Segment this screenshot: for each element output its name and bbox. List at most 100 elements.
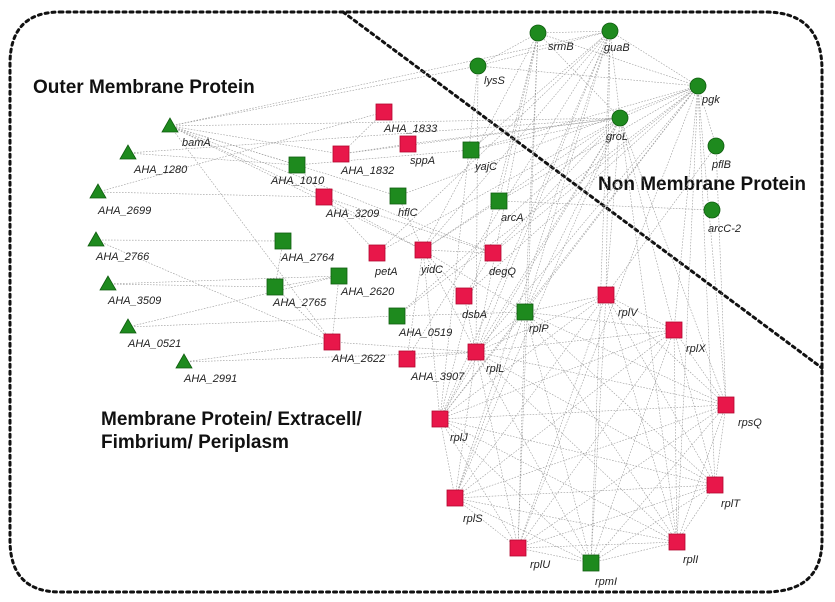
edge-rplV-rplU	[517, 294, 607, 549]
node-AHA_1280[interactable]: AHA_1280	[119, 144, 188, 176]
node-AHA_2699[interactable]: AHA_2699	[89, 183, 151, 217]
square-node-marker[interactable]	[288, 156, 306, 174]
node-AHA_2766[interactable]: AHA_2766	[87, 231, 150, 263]
node-rplP[interactable]: rplP	[516, 303, 549, 335]
edge-rplX-rpmI	[590, 329, 675, 564]
square-node-marker[interactable]	[484, 244, 502, 262]
nodes-layer: srmB guaB lysS pgk groL pflB arcC-2 bamAAHA_128…	[87, 22, 762, 588]
node-AHA_2991[interactable]: AHA_2991	[175, 353, 237, 385]
circle-node-marker[interactable]	[469, 57, 487, 75]
node-petA[interactable]: petA	[368, 244, 398, 278]
square-node-marker[interactable]	[490, 192, 508, 210]
square-node-marker[interactable]	[274, 232, 292, 250]
node-yidC[interactable]: yidC	[414, 241, 443, 276]
square-node-marker[interactable]	[399, 135, 417, 153]
node-label: AHA_2699	[97, 205, 151, 217]
node-pflB[interactable]: pflB	[707, 137, 731, 171]
square-node-marker[interactable]	[368, 244, 386, 262]
square-node-marker[interactable]	[375, 103, 393, 121]
triangle-node-marker[interactable]	[161, 117, 179, 133]
node-dsbA[interactable]: dsbA	[455, 287, 487, 321]
square-node-marker[interactable]	[706, 476, 724, 494]
node-hflC[interactable]: hflC	[389, 187, 418, 219]
node-label: AHA_3509	[107, 295, 161, 307]
square-node-marker[interactable]	[389, 187, 407, 205]
square-node-marker[interactable]	[315, 188, 333, 206]
node-label: arcA	[501, 212, 524, 224]
node-AHA_3209[interactable]: AHA_3209	[315, 188, 379, 220]
circle-node-marker[interactable]	[611, 109, 629, 127]
square-node-marker[interactable]	[582, 554, 600, 572]
node-rplJ[interactable]: rplJ	[431, 410, 468, 444]
square-node-marker[interactable]	[462, 141, 480, 159]
node-AHA_3907[interactable]: AHA_3907	[398, 350, 465, 383]
square-node-marker[interactable]	[597, 286, 615, 304]
node-AHA_2764[interactable]: AHA_2764	[274, 232, 334, 264]
node-rpsQ[interactable]: rpsQ	[717, 396, 762, 429]
square-node-marker[interactable]	[516, 303, 534, 321]
circle-node-marker[interactable]	[703, 201, 721, 219]
edge-srmB-rplU	[517, 32, 539, 549]
square-node-marker[interactable]	[717, 396, 735, 414]
circle-node-marker[interactable]	[601, 22, 619, 40]
node-rplL[interactable]: rplL	[467, 343, 504, 375]
node-rplT[interactable]: rplT	[706, 476, 741, 510]
node-AHA_1832[interactable]: AHA_1832	[332, 145, 394, 177]
edge-yajC-groL	[470, 117, 621, 151]
square-node-marker[interactable]	[431, 410, 449, 428]
node-groL[interactable]: groL	[606, 109, 629, 143]
node-AHA_2622[interactable]: AHA_2622	[323, 333, 385, 365]
circle-node-marker[interactable]	[689, 77, 707, 95]
node-rplU[interactable]: rplU	[509, 539, 550, 571]
node-arcC-2[interactable]: arcC-2	[703, 201, 741, 235]
node-rpmI[interactable]: rpmI	[582, 554, 617, 588]
edge-pflB-rplV	[605, 145, 717, 296]
triangle-node-marker[interactable]	[89, 183, 107, 199]
node-AHA_0521[interactable]: AHA_0521	[119, 318, 181, 350]
edge-rplV-rplX	[605, 294, 675, 331]
node-AHA_2620[interactable]: AHA_2620	[330, 267, 395, 298]
triangle-node-marker[interactable]	[87, 231, 105, 247]
circle-node-marker[interactable]	[529, 24, 547, 42]
square-node-marker[interactable]	[332, 145, 350, 163]
square-node-marker[interactable]	[446, 489, 464, 507]
node-rplX[interactable]: rplX	[665, 321, 706, 355]
node-yajC[interactable]: yajC	[462, 141, 497, 173]
node-rplV[interactable]: rplV	[597, 286, 639, 319]
circle-node-marker[interactable]	[707, 137, 725, 155]
node-AHA_1010[interactable]: AHA_1010	[270, 156, 325, 187]
node-rplS[interactable]: rplS	[446, 489, 483, 525]
triangle-node-marker[interactable]	[119, 144, 137, 160]
node-guaB[interactable]: guaB	[601, 22, 630, 54]
node-label: degQ	[489, 266, 516, 278]
node-AHA_3509[interactable]: AHA_3509	[99, 275, 161, 307]
node-srmB[interactable]: srmB	[529, 24, 574, 53]
square-node-marker[interactable]	[398, 350, 416, 368]
square-node-marker[interactable]	[668, 533, 686, 551]
node-AHA_1833[interactable]: AHA_1833	[375, 103, 438, 135]
square-node-marker[interactable]	[509, 539, 527, 557]
square-node-marker[interactable]	[330, 267, 348, 285]
square-node-marker[interactable]	[323, 333, 341, 351]
node-bamA[interactable]: bamA	[161, 117, 211, 149]
node-sppA[interactable]: sppA	[399, 135, 435, 167]
triangle-node-marker[interactable]	[175, 353, 193, 369]
node-rplI[interactable]: rplI	[668, 533, 698, 566]
node-lysS[interactable]: lysS	[469, 57, 505, 87]
triangle-node-marker[interactable]	[119, 318, 137, 334]
square-node-marker[interactable]	[665, 321, 683, 339]
triangle-node-marker[interactable]	[99, 275, 117, 291]
square-node-marker[interactable]	[455, 287, 473, 305]
node-degQ[interactable]: degQ	[484, 244, 516, 278]
node-pgk[interactable]: pgk	[689, 77, 720, 106]
node-arcA[interactable]: arcA	[490, 192, 524, 224]
square-node-marker[interactable]	[388, 307, 406, 325]
square-node-marker[interactable]	[467, 343, 485, 361]
node-AHA_0519[interactable]: AHA_0519	[388, 307, 452, 339]
edge-rplX-rplL	[475, 329, 675, 353]
edge-pgk-rplP	[524, 85, 699, 313]
edge-bamA-AHA_2622	[169, 125, 333, 343]
square-node-marker[interactable]	[266, 278, 284, 296]
node-AHA_2765[interactable]: AHA_2765	[266, 278, 327, 309]
square-node-marker[interactable]	[414, 241, 432, 259]
